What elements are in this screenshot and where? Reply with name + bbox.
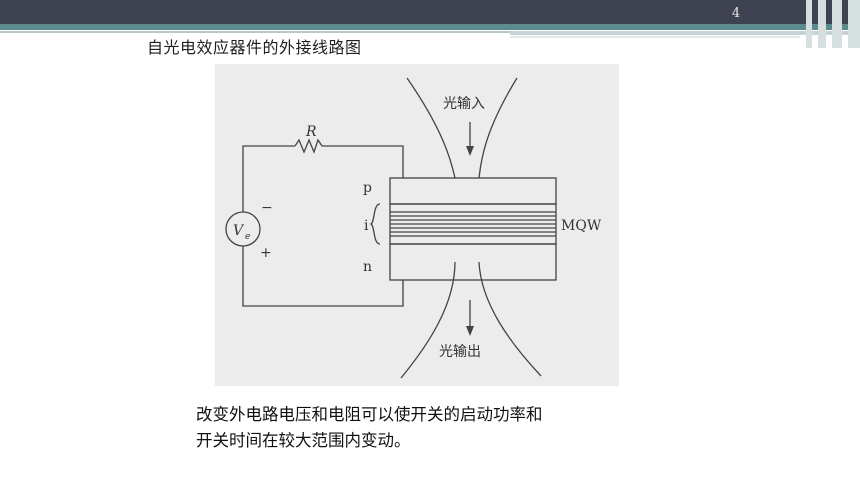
beam-curve-right-bottom (478, 261, 542, 377)
layer-n-box (389, 243, 557, 281)
arrow-in-head (466, 146, 474, 156)
light-out-label: 光输出 (439, 344, 481, 360)
slide-title: 自光电效应器件的外接线路图 (147, 38, 362, 57)
source-label: V (233, 223, 245, 239)
source-subscript: e (245, 232, 250, 242)
mqw-label: MQW (561, 218, 602, 234)
layer-p-box (389, 177, 557, 205)
light-in-label: 光输入 (443, 96, 485, 112)
layer-n-label: n (363, 259, 372, 275)
caption-line-1: 改变外电路电压和电阻可以使开关的启动功率和 (196, 405, 543, 424)
arrow-out-head (466, 326, 474, 336)
plus-sign: + (260, 245, 272, 261)
header-bar (0, 0, 860, 26)
decorative-line (510, 36, 800, 38)
beam-curve-left-bottom (400, 261, 456, 379)
beam-curve-right-top (478, 77, 518, 179)
i-region-brace (369, 203, 381, 245)
layer-i-label: i (364, 218, 369, 234)
resistor-label: R (305, 124, 317, 140)
decorative-line (0, 31, 510, 33)
circuit-diagram: 光输入 光输出 R V e − + p i n MQW (225, 77, 602, 379)
accent-band (0, 24, 860, 30)
voltage-source-circle (225, 211, 261, 247)
decorative-line (510, 31, 860, 35)
beam-curve-left-top (406, 77, 456, 179)
slide-number: 4 (731, 6, 741, 21)
decorative-blocks (800, 0, 860, 48)
wire-bottom (242, 246, 404, 307)
wire-top-left (242, 145, 295, 212)
circuit-figure: 光输入 光输出 R V e − + p i n MQW (215, 64, 619, 386)
caption: 改变外电路电压和电阻可以使开关的启动功率和 开关时间在较大范围内变动。 (196, 402, 543, 454)
layer-p-label: p (363, 180, 372, 196)
minus-sign: − (261, 200, 273, 216)
resistor-zigzag (294, 138, 323, 154)
caption-line-2: 开关时间在较大范围内变动。 (196, 431, 411, 450)
wire-top-right (322, 145, 404, 178)
